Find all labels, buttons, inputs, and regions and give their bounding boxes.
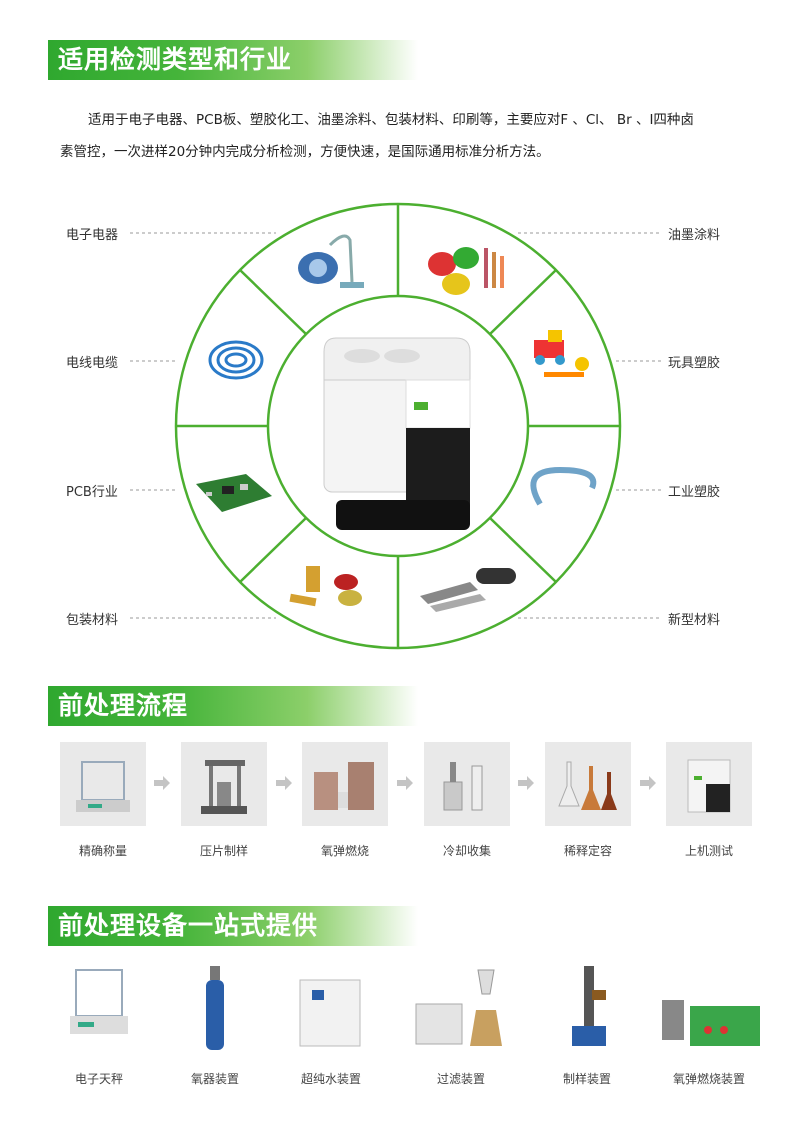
arrow-right-icon [397, 776, 413, 790]
electronic-balance-icon [70, 969, 128, 1034]
instrument-icon [687, 759, 731, 813]
arrow-right-icon [154, 776, 170, 790]
step-label-testing: 上机测试 [684, 844, 733, 858]
step-label-dilution: 稀释定容 [563, 844, 612, 858]
oxygen-bomb-combustion-icon [662, 1000, 760, 1046]
balance-icon [76, 761, 130, 812]
ultrapure-water-unit-icon [299, 979, 361, 1047]
step-card-weighing [60, 742, 146, 826]
arrow-right-icon [276, 776, 292, 790]
industry-ring-diagram [130, 202, 662, 650]
vacuum-cleaner-icon [298, 234, 364, 288]
new-material-sheets-icon [420, 568, 516, 612]
cooling-collection-icon [443, 762, 483, 811]
industry-label-pcb: PCB行业 [66, 485, 118, 500]
paint-cans-icon [428, 247, 504, 295]
ion-chromatograph-instrument [323, 337, 471, 530]
sample-press-icon [572, 966, 606, 1046]
industry-label-industrial-plastic: 工业塑胶 [668, 485, 721, 500]
step-label-pressing: 压片制样 [199, 844, 248, 858]
step-card-testing [666, 742, 752, 826]
section-title-applications: 适用检测类型和行业 [48, 40, 418, 80]
step-label-cooling: 冷却收集 [442, 844, 491, 858]
tablet-press-icon [201, 760, 247, 814]
step-card-pressing [181, 742, 267, 826]
packaging-rolls-icon [289, 566, 362, 607]
intro-paragraph: 适用于电子电器、PCB板、塑胶化工、油墨涂料、包装材料、印刷等，主要应对F 、C… [60, 104, 750, 168]
cable-coil-icon [208, 340, 264, 380]
equipment-label-balance: 电子天秤 [74, 1072, 123, 1086]
pcb-board-icon [196, 474, 272, 512]
equipment-label-bomb-combustion: 氧弹燃烧装置 [672, 1072, 745, 1086]
volumetric-flasks-icon [558, 761, 617, 810]
label-leader-lines [130, 232, 662, 619]
oxygen-cylinder-icon [206, 966, 224, 1050]
step-card-combustion [302, 742, 388, 826]
industry-label-electronics: 电子电器 [66, 228, 119, 243]
plastic-toys-icon [534, 330, 589, 377]
filtration-device-icon [415, 969, 502, 1046]
equipment-label-filtration: 过滤装置 [436, 1072, 485, 1086]
industry-label-wire-cable: 电线电缆 [66, 356, 119, 371]
step-label-weighing: 精确称量 [78, 844, 127, 858]
step-card-dilution [545, 742, 631, 826]
industry-label-packaging: 包装材料 [66, 613, 119, 628]
equipment-label-oxygen: 氧器装置 [190, 1072, 239, 1086]
industry-label-ink-coating: 油墨涂料 [668, 228, 721, 243]
ring-separators [176, 204, 620, 648]
industry-label-toy-plastic: 玩具塑胶 [668, 356, 721, 371]
industrial-hose-icon [530, 466, 597, 506]
step-label-combustion: 氧弹燃烧 [320, 844, 369, 858]
equipment-label-sample-press: 制样装置 [562, 1072, 611, 1086]
section-title-pretreatment-flow: 前处理流程 [48, 686, 418, 726]
section-title-equipment: 前处理设备一站式提供 [48, 906, 418, 946]
intro-line-2: 素管控，一次进样20分钟内完成分析检测，方便快速，是国际通用标准分析方法。 [60, 144, 550, 160]
industry-label-new-material: 新型材料 [668, 613, 721, 628]
intro-line-1: 适用于电子电器、PCB板、塑胶化工、油墨涂料、包装材料、印刷等，主要应对F 、C… [88, 112, 694, 128]
arrow-right-icon [640, 776, 656, 790]
equipment-label-water: 超纯水装置 [300, 1072, 361, 1086]
step-card-cooling [424, 742, 510, 826]
oxygen-bomb-icon [314, 762, 374, 810]
arrow-right-icon [518, 776, 534, 790]
